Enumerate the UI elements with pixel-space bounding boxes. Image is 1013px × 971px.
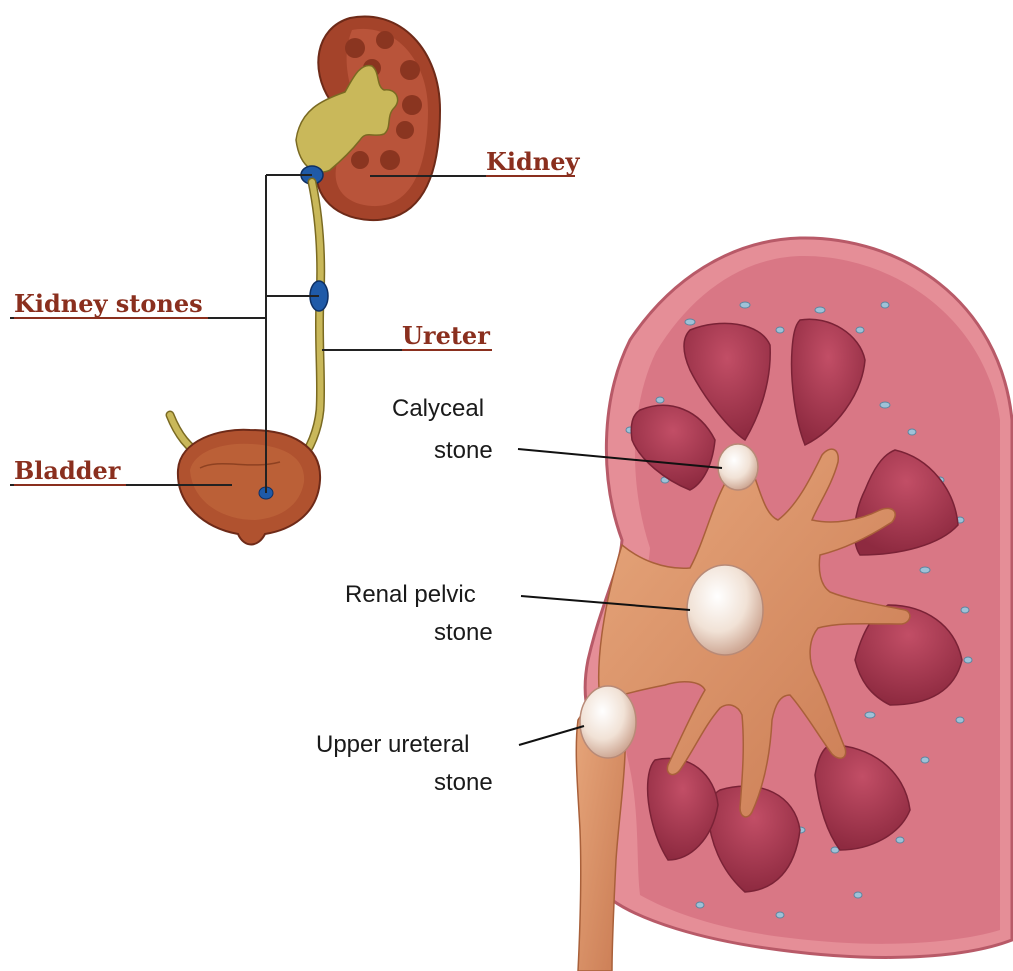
label-bladder: Bladder	[14, 456, 121, 485]
label-kidney: Kidney	[486, 147, 580, 176]
label-calyceal-line2: stone	[434, 437, 493, 464]
label-upper-line1: Upper ureteral	[316, 731, 469, 758]
label-kidney-stones: Kidney stones	[14, 289, 203, 318]
label-calyceal-line1: Calyceal	[392, 395, 484, 422]
label-upper-line2: stone	[434, 769, 493, 796]
urinary-tract-overview: Kidney Kidney stones Ureter Bladder	[10, 17, 580, 545]
label-renal-line2: stone	[434, 619, 493, 646]
label-renal-line1: Renal pelvic	[345, 581, 476, 608]
upper-ureteral-stone	[580, 686, 636, 758]
label-ureter: Ureter	[402, 321, 490, 350]
renal-pelvic-stone	[687, 565, 763, 655]
calyceal-stone	[718, 444, 758, 490]
